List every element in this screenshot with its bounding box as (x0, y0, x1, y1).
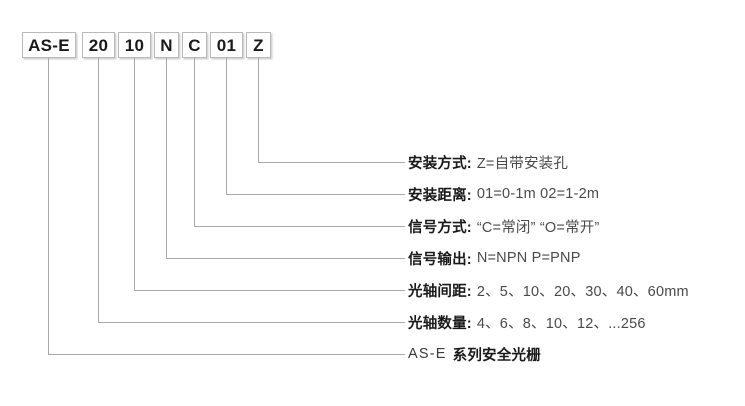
legend-row-install-distance: 安装距离: 01=0-1m 02=1-2m (408, 184, 599, 204)
connector-hline-axis-quantity (98, 322, 405, 323)
legend-prefix-series: AS-E (408, 346, 447, 362)
code-box-axis-spacing: 10 (118, 32, 151, 58)
connector-hline-install-type (258, 162, 405, 163)
connector-hline-signal-mode (194, 226, 405, 227)
legend-value-install-type: Z=自带安装孔 (476, 155, 569, 172)
connector-vline-signal-mode (194, 58, 195, 226)
legend-title-axis-quantity: 光轴数量: (408, 315, 472, 332)
legend-value-axis-quantity: 4、6、8、10、12、...256 (476, 315, 646, 332)
legend-title-signal-output: 信号输出: (408, 251, 472, 268)
connector-hline-series (48, 354, 405, 355)
legend-value-signal-output: N=NPN P=PNP (476, 250, 581, 266)
connector-vline-axis-quantity (98, 58, 99, 322)
connector-hline-axis-spacing (134, 290, 405, 291)
connector-hline-install-distance (226, 194, 405, 195)
connector-vline-axis-spacing (134, 58, 135, 290)
legend-row-install-type: 安装方式: Z=自带安装孔 (408, 152, 568, 172)
legend-title-series: 系列安全光栅 (452, 347, 541, 364)
connector-hline-signal-output (166, 258, 405, 259)
connector-vline-install-distance (226, 58, 227, 194)
legend-title-signal-mode: 信号方式: (408, 219, 472, 236)
legend-title-install-type: 安装方式: (408, 155, 472, 172)
code-box-series: AS-E (22, 32, 76, 58)
connector-vline-signal-output (166, 58, 167, 258)
code-box-signal-output: N (154, 32, 179, 58)
code-box-signal-mode: C (182, 32, 207, 58)
legend-title-install-distance: 安装距离: (408, 187, 472, 204)
code-box-install-distance: 01 (210, 32, 243, 58)
legend-value-signal-mode: “C=常闭” “O=常开” (476, 219, 600, 236)
code-box-axis-quantity: 20 (82, 32, 115, 58)
connector-vline-install-type (258, 58, 259, 162)
legend-row-signal-output: 信号输出: N=NPN P=PNP (408, 248, 581, 268)
legend-row-axis-quantity: 光轴数量: 4、6、8、10、12、...256 (408, 312, 646, 332)
code-box-install-type: Z (246, 32, 271, 58)
connector-vline-series (48, 58, 49, 354)
legend-row-signal-mode: 信号方式: “C=常闭” “O=常开” (408, 216, 599, 236)
legend-title-axis-spacing: 光轴间距: (408, 283, 472, 300)
legend-row-axis-spacing: 光轴间距: 2、5、10、20、30、40、60mm (408, 280, 689, 300)
legend-value-axis-spacing: 2、5、10、20、30、40、60mm (476, 283, 689, 300)
legend-value-install-distance: 01=0-1m 02=1-2m (476, 186, 600, 202)
legend-row-series: AS-E 系列安全光栅 (408, 344, 541, 364)
